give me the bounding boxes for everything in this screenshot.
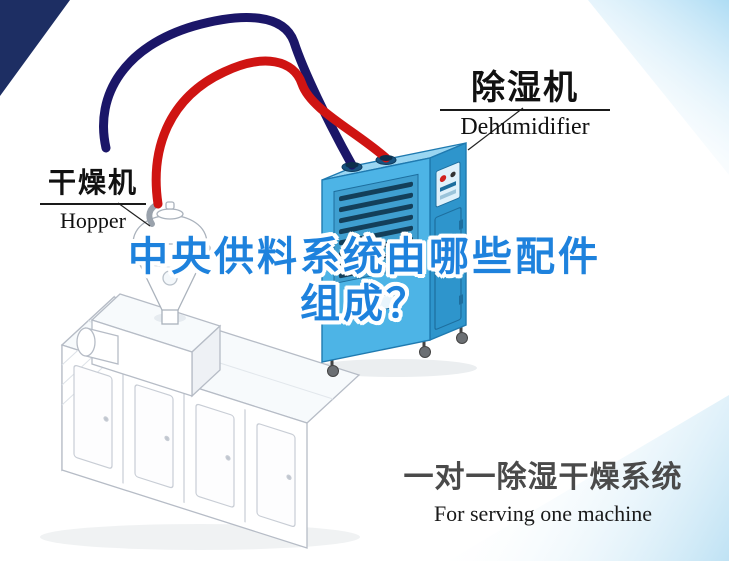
hopper-lid-cap xyxy=(156,208,184,220)
corner-triangle-top-right xyxy=(588,0,729,175)
dehumidifier-louver-grille xyxy=(333,173,419,315)
extruder-motor xyxy=(76,327,119,365)
dehumidifier-label-en: Dehumidifier xyxy=(460,114,590,140)
corner-triangle-bottom-right xyxy=(448,395,729,561)
hopper-label-cn: 干燥机 xyxy=(40,166,146,205)
system-caption-en: For serving one machine xyxy=(433,501,653,526)
hose-port-right-collar xyxy=(379,155,393,161)
supply-hose-navy xyxy=(99,13,357,170)
extruder-doors xyxy=(73,364,296,528)
corner-triangle-top-left xyxy=(0,0,70,96)
hose-port-left-collar xyxy=(345,162,359,168)
dehumidifier-label: 除湿机 Dehumidifier xyxy=(440,70,610,141)
dehumidifier-label-cn: 除湿机 xyxy=(440,70,610,111)
dehumidifier-side-door xyxy=(434,207,462,330)
extruder-illustration xyxy=(60,293,361,549)
extruder-shadow xyxy=(40,524,360,550)
dehumidifier-shadow xyxy=(313,359,477,377)
dehumidifier-side-details xyxy=(434,161,463,330)
return-hose-red xyxy=(151,56,391,209)
hopper-label: 干燥机 Hopper xyxy=(40,166,146,234)
system-caption-cn: 一对一除湿干燥系统 xyxy=(403,461,683,494)
system-caption: 一对一除湿干燥系统 For serving one machine xyxy=(392,452,694,527)
page-title-line1: 中央供料系统由哪些配件 xyxy=(128,235,601,279)
hopper-lid-knob xyxy=(165,201,175,210)
dehumidifier-illustration xyxy=(321,141,468,377)
leader-line-dehumidifier xyxy=(467,107,524,151)
leader-line-hopper xyxy=(117,202,151,227)
hopper-sight-glass xyxy=(162,270,178,286)
page-title-line2: 组成？ xyxy=(300,282,429,327)
page-title: 中央供料系统由哪些配件 组成？ xyxy=(0,234,729,328)
dehumidifier-name-plate xyxy=(357,293,395,315)
hopper-label-en: Hopper xyxy=(60,208,126,233)
hopper-illustration xyxy=(129,201,211,325)
